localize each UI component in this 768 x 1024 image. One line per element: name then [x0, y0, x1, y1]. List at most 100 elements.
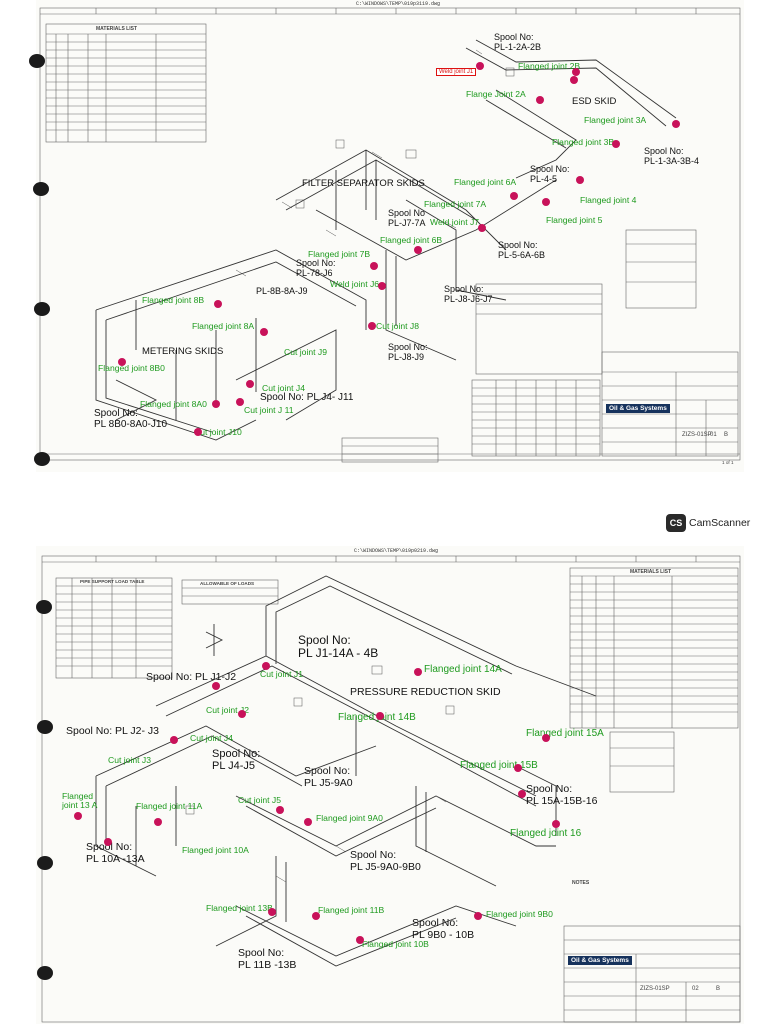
- flanged-joint-10a-label: Flanged joint 10A: [182, 845, 249, 855]
- flanged-joint-14a-label: Flanged joint 14A: [424, 664, 502, 675]
- joint-marker: [370, 262, 378, 270]
- company-logo: Oil & Gas Systems: [568, 956, 632, 965]
- joint-marker: [518, 790, 526, 798]
- spool-pl-j1-j2: Spool No: PL J1-J2: [146, 671, 237, 683]
- binder-hole: [37, 856, 53, 870]
- joint-marker: [236, 398, 244, 406]
- joint-marker: [510, 192, 518, 200]
- cut-joint-j4-label: Cut joint J4: [262, 383, 305, 393]
- binder-hole: [37, 966, 53, 980]
- weld-joint-j7-label: Weld joint J7: [430, 217, 480, 227]
- flanged-joint-5-label: Flanged joint 5: [546, 215, 603, 225]
- spool-pl-11b-13b: Spool No:PL 11B -13B: [238, 947, 297, 971]
- spool-pl-5-6a-6b: Spool No:PL-5-6A-6B: [498, 240, 546, 261]
- joint-marker: [304, 818, 312, 826]
- cut-joint-j4-label: Cut joint J4: [190, 733, 233, 743]
- flanged-joint-7b-label: Flanged joint 7B: [308, 249, 371, 259]
- spool-pl-4-5: Spool No:PL-4-5: [530, 164, 570, 185]
- joint-marker: [356, 936, 364, 944]
- joint-marker: [260, 328, 268, 336]
- flanged-joint-10b-label: Flanged joint 10B: [362, 939, 429, 949]
- joint-marker: [476, 62, 484, 70]
- camscanner-watermark: CS CamScanner: [666, 514, 750, 532]
- flanged-joint-8b-label: Flanged joint 8B: [142, 295, 205, 305]
- spool-pl-j2-j3: Spool No: PL J2- J3: [66, 725, 159, 737]
- binder-hole: [34, 302, 50, 316]
- sheet-number: 01: [710, 432, 717, 438]
- flanged-joint-11b-label: Flanged joint 11B: [318, 905, 385, 915]
- drawing-sheet-2: C:\WINDOWS\TEMP\019p0219.dwg PIPE SUPPOR…: [36, 546, 744, 1024]
- spool-pl-j4-j11: Spool No: PL J4- J11: [260, 392, 354, 403]
- allowable-loads-title: ALLOWABLE OF LOADS: [200, 581, 255, 586]
- weld-joint-j1-callout: Weld joint J1: [436, 68, 477, 76]
- flanged-joint-6a-label: Flanged joint 6A: [454, 177, 517, 187]
- spool-pl-j5-9a0-9b0: Spool No:PL J5-9A0-9B0: [350, 849, 421, 873]
- piping-isometric-2: [41, 555, 741, 1023]
- joint-marker: [612, 140, 620, 148]
- joint-marker: [238, 710, 246, 718]
- revision: B: [716, 986, 721, 992]
- spool-pl-j8-j9: Spool No:PL-J8-J9: [388, 342, 428, 363]
- joint-marker: [572, 68, 580, 76]
- piping-isometric-1: [39, 7, 741, 463]
- sheet-number: 02: [692, 986, 699, 992]
- spool-pl-j8-j6-j7: Spool No:PL-J8-J6-J7: [444, 284, 493, 305]
- drawing-number: ZIZS-01SP: [682, 432, 712, 438]
- flanged-joint-4-label: Flanged joint 4: [580, 195, 637, 205]
- flanged-joint-3a-label: Flanged joint 3A: [584, 115, 647, 125]
- spool-pl-10a-13a: Spool No:PL 10A -13A: [86, 841, 145, 865]
- metering-skids-title: METERING SKIDS: [142, 346, 224, 357]
- joint-marker: [672, 120, 680, 128]
- cut-joint-j8-label: Cut joint J8: [376, 321, 419, 331]
- page-count: 1 of 1: [722, 460, 734, 465]
- flanged-joint-6b-label: Flanged joint 6B: [380, 235, 443, 245]
- flanged-joint-16-label: Flanged joint 16: [510, 828, 582, 839]
- cut-joint-j10-label: Cut joint J10: [194, 427, 242, 437]
- company-logo: Oil & Gas Systems: [606, 404, 670, 413]
- joint-marker: [378, 282, 386, 290]
- joint-marker: [552, 820, 560, 828]
- joint-marker: [246, 380, 254, 388]
- pressure-reduction-skid-title: PRESSURE REDUCTION SKID: [350, 686, 501, 698]
- spool-pl-78-j6: Spool No:PL-78-J6: [296, 258, 336, 279]
- joint-marker: [414, 668, 422, 676]
- drawing-sheet-1: C:\WINDOWS\TEMP\019p3119.dwg MATERIALS L…: [36, 0, 744, 472]
- joint-marker: [514, 764, 522, 772]
- flanged-joint-15b-label: Flanged joint 15B: [460, 760, 538, 771]
- cut-joint-j2-label: Cut joint J2: [206, 705, 249, 715]
- cut-joint-j1-label: Cut joint J1: [260, 669, 303, 679]
- flanged-joint-8b0-label: Flanged joint 8B0: [98, 363, 165, 373]
- joint-marker: [194, 428, 202, 436]
- joint-marker: [570, 76, 578, 84]
- joint-marker: [212, 400, 220, 408]
- joint-marker: [118, 358, 126, 366]
- filter-separator-title: FILTER SEPARATOR SKIDS: [302, 178, 425, 189]
- flanged-joint-8a-label: Flanged joint 8A: [192, 321, 255, 331]
- spool-pl-1-3a-3b-4: Spool No:PL-1-3A-3B-4: [644, 146, 700, 167]
- flanged-joint-7a-label: Flanged joint 7A: [424, 199, 487, 209]
- joint-marker: [214, 300, 222, 308]
- flanged-joint-9a0-label: Flanged joint 9A0: [316, 813, 383, 823]
- binder-hole: [33, 182, 49, 196]
- spool-pl-8b0-8a0-j10: Spool No:PL 8B0-8A0-J10: [94, 408, 168, 431]
- revision: B: [724, 432, 729, 438]
- flanged-joint-2b-label: Flanged joint 2B: [518, 61, 581, 71]
- spool-pl-9b0-10b: Spool No:PL 9B0 - 10B: [412, 917, 475, 941]
- joint-marker: [312, 912, 320, 920]
- joint-marker: [104, 838, 112, 846]
- pipe-support-title: PIPE SUPPORT LOAD TABLE: [80, 579, 145, 584]
- joint-marker: [478, 224, 486, 232]
- joint-marker: [414, 246, 422, 254]
- joint-marker: [170, 736, 178, 744]
- joint-marker: [474, 912, 482, 920]
- esd-skid-title: ESD SKID: [572, 96, 617, 107]
- binder-hole: [34, 452, 50, 466]
- joint-marker: [154, 818, 162, 826]
- joint-marker: [542, 734, 550, 742]
- joint-marker: [262, 662, 270, 670]
- flanged-joint-9b0-label: Flanged joint 9B0: [486, 909, 553, 919]
- materials-list-title: MATERIALS LIST: [630, 569, 672, 575]
- drawing-number: ZIZS-01SP: [640, 986, 670, 992]
